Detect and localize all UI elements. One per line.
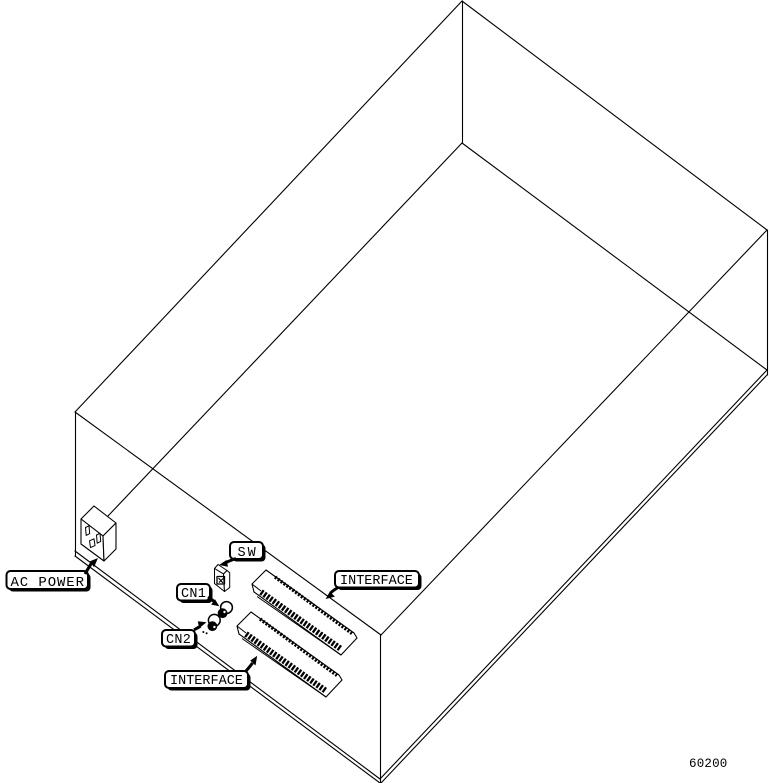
svg-text:CN1: CN1 (181, 587, 206, 602)
svg-text:INTERFACE: INTERFACE (170, 674, 243, 689)
svg-text:CN2: CN2 (166, 633, 191, 648)
svg-text:AC POWER: AC POWER (11, 575, 85, 591)
svg-text:INTERFACE: INTERFACE (340, 574, 413, 589)
svg-text:SW: SW (238, 546, 258, 561)
svg-text:60200: 60200 (689, 757, 728, 771)
